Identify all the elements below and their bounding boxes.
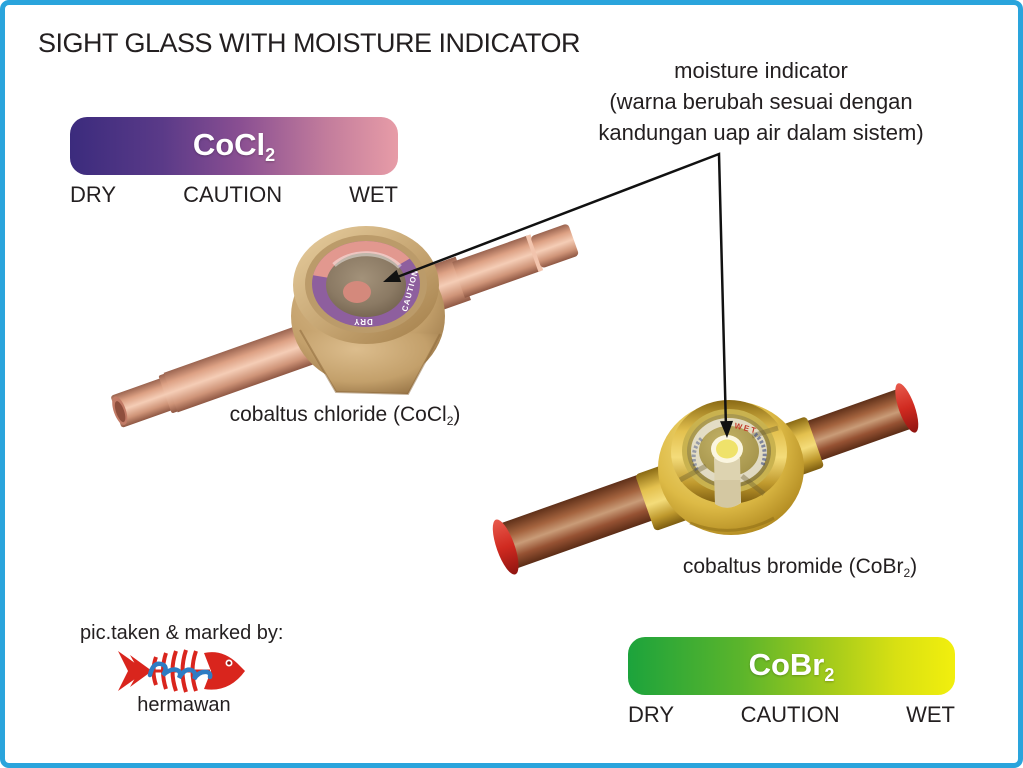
cobr2-gradient-bar: CoBr2 <box>628 637 955 695</box>
arrowhead-to-bromide <box>720 420 734 438</box>
chloride-moisture-dot <box>343 281 371 303</box>
bromide-caption: cobaltus bromide (CoBr2) <box>640 555 960 580</box>
chloride-sight-glass-photo: DRY CAUTION <box>111 224 579 428</box>
cobr2-caution-label: CAUTION <box>740 702 840 727</box>
chloride-ring-dry-label: DRY <box>353 317 373 326</box>
cocl2-formula-sub: 2 <box>265 144 276 165</box>
chloride-caption: cobaltus chloride (CoCl2) <box>180 403 510 428</box>
bromide-caption-close: ) <box>910 555 918 578</box>
chloride-body: DRY CAUTION <box>291 226 445 396</box>
moisture-annotation: moisture indicator (warna berubah sesuai… <box>565 55 957 148</box>
arrowhead-to-chloride <box>383 269 402 282</box>
cocl2-dry-label: DRY <box>70 182 117 207</box>
annotation-line: kandungan uap air dalam sistem) <box>598 120 924 145</box>
annotation-line: moisture indicator <box>674 58 848 83</box>
bromide-sight-glass-photo: WET <box>492 383 919 575</box>
annotation-line: (warna berubah sesuai dengan <box>609 89 913 114</box>
cocl2-gradient-bar: CoCl2 <box>70 117 398 175</box>
cocl2-wet-label: WET <box>349 182 398 207</box>
bromide-moisture-dot <box>716 439 738 459</box>
cocl2-caution-label: CAUTION <box>183 182 283 207</box>
chloride-caption-close: ) <box>453 403 461 426</box>
bromide-left-pipe <box>492 467 674 575</box>
bromide-caption-sub: 2 <box>903 566 911 580</box>
cocl2-formula: CoCl2 <box>193 129 275 164</box>
attribution-caption: pic.taken & marked by: <box>80 622 284 644</box>
chloride-left-pipe <box>111 318 331 428</box>
arrow-lines <box>391 152 728 429</box>
fish-logo-signature <box>147 661 213 681</box>
chloride-caption-sub: 2 <box>446 414 454 428</box>
cocl2-scale: CoCl2 DRY CAUTION WET <box>70 117 398 208</box>
fish-logo <box>118 649 245 693</box>
chloride-caption-text: cobaltus chloride (CoCl <box>229 403 447 426</box>
cocl2-formula-main: CoCl <box>192 126 266 162</box>
cobr2-wet-label: WET <box>906 702 955 727</box>
bromide-caption-text: cobaltus bromide (CoBr <box>682 555 904 578</box>
cobr2-formula: CoBr2 <box>749 649 835 684</box>
attribution-name: hermawan <box>137 694 231 716</box>
cocl2-scale-labels: DRY CAUTION WET <box>70 182 398 208</box>
page-title: SIGHT GLASS WITH MOISTURE INDICATOR <box>38 28 581 58</box>
cobr2-formula-main: CoBr <box>748 646 825 682</box>
bromide-body: WET <box>658 400 804 535</box>
bromide-right-red-cap <box>895 383 919 433</box>
cobr2-formula-sub: 2 <box>824 664 835 685</box>
bromide-left-red-cap <box>492 519 519 575</box>
annotation-arrows <box>383 152 734 438</box>
cobr2-dry-label: DRY <box>628 702 675 727</box>
cobr2-scale-labels: DRY CAUTION WET <box>628 702 955 728</box>
cobr2-scale: CoBr2 DRY CAUTION WET <box>628 637 955 728</box>
